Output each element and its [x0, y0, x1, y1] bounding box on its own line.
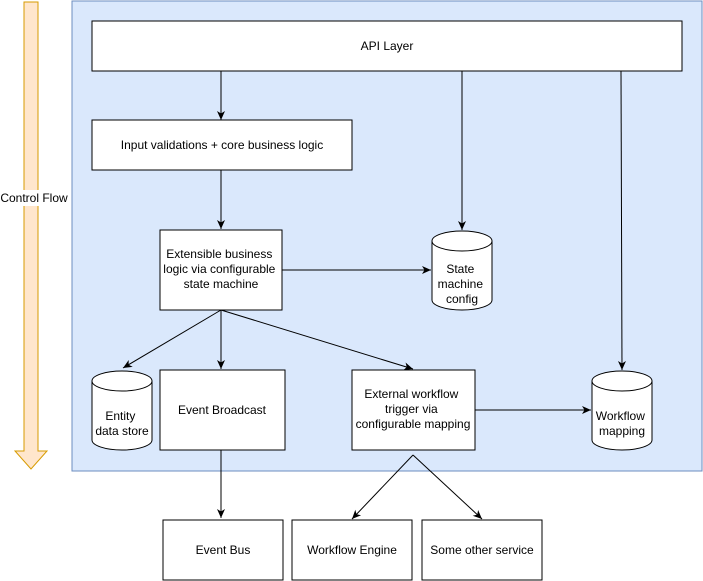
svg-text:State machine conf: State machine config — [438, 262, 487, 306]
svg-text:Event Bus: Event Bus — [196, 543, 251, 557]
svg-text:API Layer: API Layer — [361, 39, 414, 53]
workflow-mapping-label-line-1: Workflow — [596, 409, 645, 423]
entity-store-label-line-2: data store — [95, 424, 149, 438]
extensible-logic-label-line-3: state machine — [184, 277, 259, 291]
control-flow-label-bg — [0, 190, 70, 206]
state-machine-config-label-line-3: config — [446, 292, 478, 306]
node-event-bus: Event Bus — [162, 519, 284, 581]
control-flow-arrow-shape — [13, 1, 49, 470]
svg-text:Workflow mapping: Workflow mapping — [596, 409, 648, 438]
edge-trigger-to-workflow-engine — [351, 454, 414, 520]
node-other-service: Some other service — [421, 519, 543, 581]
input-validation-label: Input validations + core business logic — [121, 138, 323, 152]
node-workflow-mapping: Workflow mapping — [591, 370, 653, 451]
entity-store-label-line-1: Entity — [105, 409, 135, 423]
extensible-logic-label-line-1: Extensible business — [166, 247, 272, 261]
connectors — [122, 70, 626, 520]
node-state-machine-config: State machine config — [431, 230, 493, 311]
edge-api-to-workflow-mapping — [617, 70, 626, 371]
workflow-mapping-label-line-2: mapping — [599, 424, 645, 438]
other-service-label: Some other service — [430, 543, 534, 557]
node-extensible-logic: Extensible business logic via configurab… — [159, 229, 283, 311]
node-api-layer: API Layer — [91, 20, 683, 72]
external-trigger-label-line-1: External workflow — [364, 387, 458, 401]
node-entity-store: Entity data store — [91, 370, 153, 451]
node-workflow-engine: Workflow Engine — [291, 519, 413, 581]
workflow-engine-label: Workflow Engine — [307, 543, 397, 557]
edge-trigger-to-other-service — [412, 454, 483, 520]
extensible-logic-label-line-2: logic via configurable — [163, 262, 275, 276]
state-machine-config-label-line-1: State — [446, 262, 474, 276]
event-bus-label: Event Bus — [196, 543, 251, 557]
event-broadcast-label: Event Broadcast — [178, 403, 267, 417]
svg-text:Some other service: Some other service — [430, 543, 534, 557]
external-trigger-label-line-3: configurable mapping — [356, 417, 471, 431]
node-event-broadcast: Event Broadcast — [159, 369, 286, 451]
edge-extensible-to-external-trigger — [220, 309, 414, 371]
external-trigger-label-line-2: trigger via — [385, 402, 438, 416]
svg-text:Event Broadcast: Event Broadcast — [178, 403, 267, 417]
node-input-validation: Input validations + core business logic — [91, 119, 353, 171]
svg-text:Workflow Engine: Workflow Engine — [307, 543, 397, 557]
svg-text:External workflow trigge: External workflow trigger via configurab… — [356, 387, 471, 431]
svg-text:Entity data store: Entity data store — [95, 409, 149, 438]
api-layer-label: API Layer — [361, 39, 414, 53]
control-flow-label: Control Flow — [0, 191, 68, 205]
svg-text:Extensible business logi: Extensible business logic via configurab… — [163, 247, 278, 291]
edge-extensible-to-entity-store — [122, 309, 222, 369]
node-external-trigger: External workflow trigger via configurab… — [351, 369, 476, 451]
svg-text:Input validations + core busin: Input validations + core business logic — [121, 138, 323, 152]
control-flow-arrow: Control Flow — [0, 1, 70, 470]
state-machine-config-label-line-2: machine — [438, 277, 484, 291]
